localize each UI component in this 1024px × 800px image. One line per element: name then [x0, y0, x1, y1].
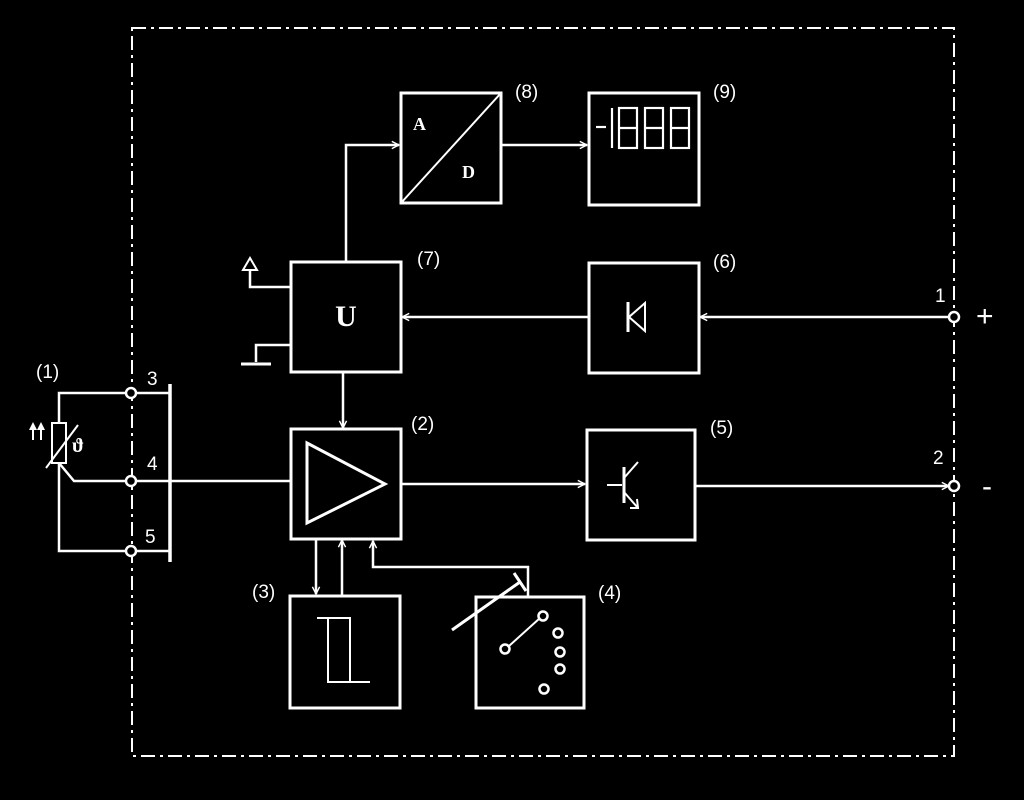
transistor-output: (5)	[585, 418, 949, 542]
selector-knob-icon	[451, 580, 521, 632]
wire-sensor-4	[58, 462, 128, 483]
block-3-symbol-icon	[317, 617, 370, 683]
block-3-box	[288, 594, 402, 710]
wire-sensor-5	[57, 463, 128, 553]
block-3-number: (3)	[252, 582, 275, 603]
ad-text-d: D	[462, 162, 475, 182]
terminal-5-label: 5	[145, 527, 156, 548]
sensor: (1) ϑ	[29, 362, 128, 553]
switch-block-box	[474, 595, 586, 710]
terminal-2: 2 -	[933, 448, 992, 503]
ad-converter-number: (8)	[515, 82, 538, 103]
terminal-1: 1 +	[935, 286, 994, 333]
ad-converter: A D (8)	[399, 82, 587, 205]
voltage-regulator: U (7)	[241, 145, 440, 428]
switch-block: (4)	[373, 541, 621, 710]
amplifier-triangle-icon	[305, 440, 389, 526]
amplifier-number: (2)	[411, 414, 434, 435]
reference-icon	[241, 256, 259, 271]
switch-block-number: (4)	[598, 583, 621, 604]
ground-wire	[254, 343, 291, 362]
rotary-switch-icon	[499, 643, 511, 655]
terminal-2-polarity: -	[982, 470, 992, 503]
terminal-3	[124, 386, 138, 400]
voltage-regulator-number: (7)	[417, 249, 440, 270]
transistor-output-number: (5)	[710, 418, 733, 439]
terminal-1-label: 1	[935, 286, 946, 307]
display-box	[587, 91, 701, 207]
input-terminals: 3 4 5	[124, 369, 290, 562]
block-3: (3)	[252, 539, 402, 710]
amplifier: (2)	[289, 414, 585, 541]
ad-text-a: A	[413, 114, 426, 134]
temperature-symbol: ϑ	[72, 435, 84, 457]
rectifier-number: (6)	[713, 252, 736, 273]
wire-switch-to-amplifier	[373, 541, 530, 597]
terminal-4-label: 4	[147, 454, 158, 475]
terminal-4	[124, 474, 138, 488]
display-number: (9)	[713, 82, 736, 103]
voltage-regulator-text: U	[335, 300, 357, 333]
sensor-number: (1)	[36, 362, 59, 383]
terminal-3-label: 3	[147, 369, 158, 390]
thermistor-slash	[45, 424, 79, 469]
rectifier: (6)	[402, 252, 950, 375]
seven-segment-8	[617, 106, 639, 150]
transistor-output-box	[585, 428, 697, 542]
wire-regulator-to-ad	[344, 145, 399, 262]
terminal-5	[124, 544, 138, 558]
terminal-2-label: 2	[933, 448, 944, 469]
wire-sensor-3	[57, 391, 128, 423]
display: (9)	[587, 82, 736, 207]
seven-segment-8	[643, 106, 665, 150]
housing-boundary	[131, 27, 955, 757]
reference-wire	[248, 270, 291, 289]
ad-converter-box	[399, 91, 503, 205]
seven-segment-8	[669, 106, 691, 150]
terminal-1-polarity: +	[976, 300, 994, 333]
